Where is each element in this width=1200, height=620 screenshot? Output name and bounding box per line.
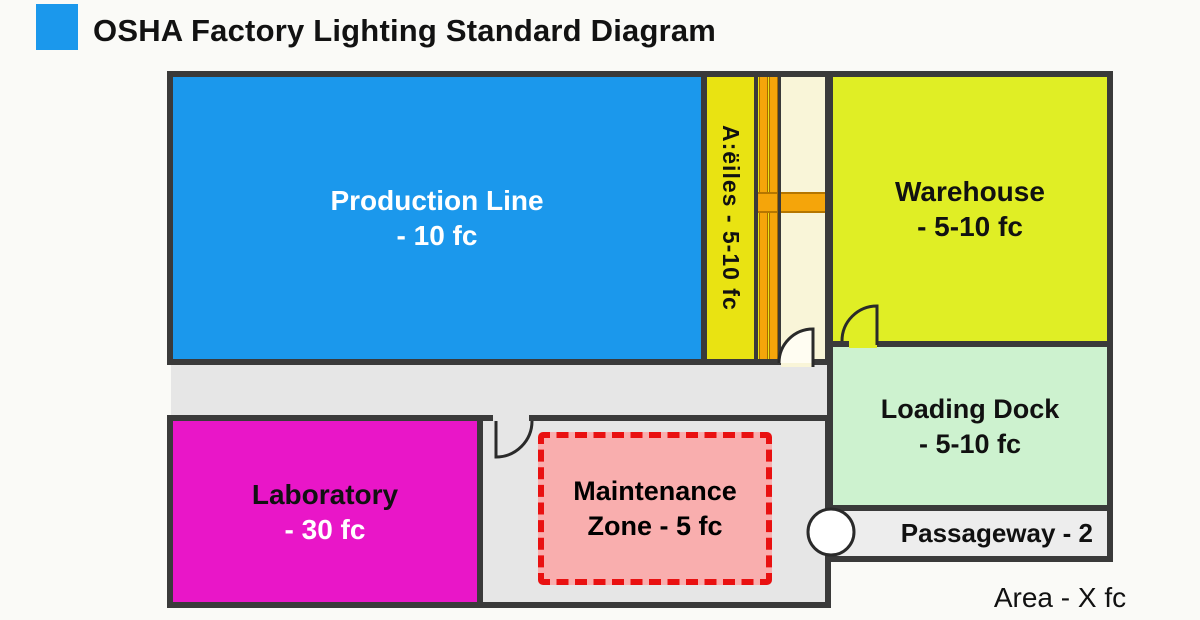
room-warehouse-name: Warehouse: [895, 176, 1045, 207]
room-loading-dock: Loading Dock - 5-10 fc: [827, 341, 1113, 513]
corridor-area: [171, 355, 831, 419]
wall-segment: [529, 415, 831, 421]
room-passageway-label: Passageway - 2: [900, 518, 1093, 548]
room-maintenance-value: Zone - 5 fc: [587, 510, 723, 541]
room-maintenance-name: Maintenance: [573, 475, 737, 506]
aisle-stripe-band: [754, 71, 781, 365]
room-laboratory-name: Laboratory: [251, 478, 399, 510]
room-maintenance-zone: Maintenance Zone - 5 fc: [538, 432, 772, 585]
title-marker-icon: [36, 4, 78, 50]
wall-segment: [477, 415, 496, 421]
room-aisles: A:ëiles - 5-10 fc: [701, 71, 754, 365]
page-title: OSHA Factory Lighting Standard Diagram: [93, 13, 717, 48]
aisle-stripe-left: [759, 77, 768, 359]
aisle-stripe-right: [769, 77, 778, 359]
area-legend-label: Area - X fc: [993, 582, 1127, 613]
room-production-name: Production Line: [330, 185, 544, 216]
room-warehouse-value: - 5-10 fc: [917, 211, 1023, 242]
room-loading-dock-value: - 5-10 fc: [918, 429, 1022, 459]
wall-segment: [825, 419, 831, 515]
room-laboratory: Laboratory - 30 fc: [167, 415, 483, 608]
room-loading-dock-name: Loading Dock: [880, 394, 1060, 424]
room-passageway: Passageway - 2: [831, 505, 1113, 562]
cream-cross-bar: [781, 192, 825, 213]
room-production-line: Production Line - 10 fc: [167, 71, 707, 365]
wall-segment: [479, 602, 831, 608]
room-production-value: - 10 fc: [396, 220, 478, 251]
room-warehouse: Warehouse - 5-10 fc: [827, 71, 1113, 347]
room-aisles-label: A:ëiles - 5-10 fc: [718, 125, 744, 311]
cream-corridor: [781, 71, 833, 365]
aisle-cross-bar: [758, 192, 777, 213]
room-laboratory-value: - 30 fc: [284, 513, 366, 545]
wall-segment: [825, 555, 831, 602]
